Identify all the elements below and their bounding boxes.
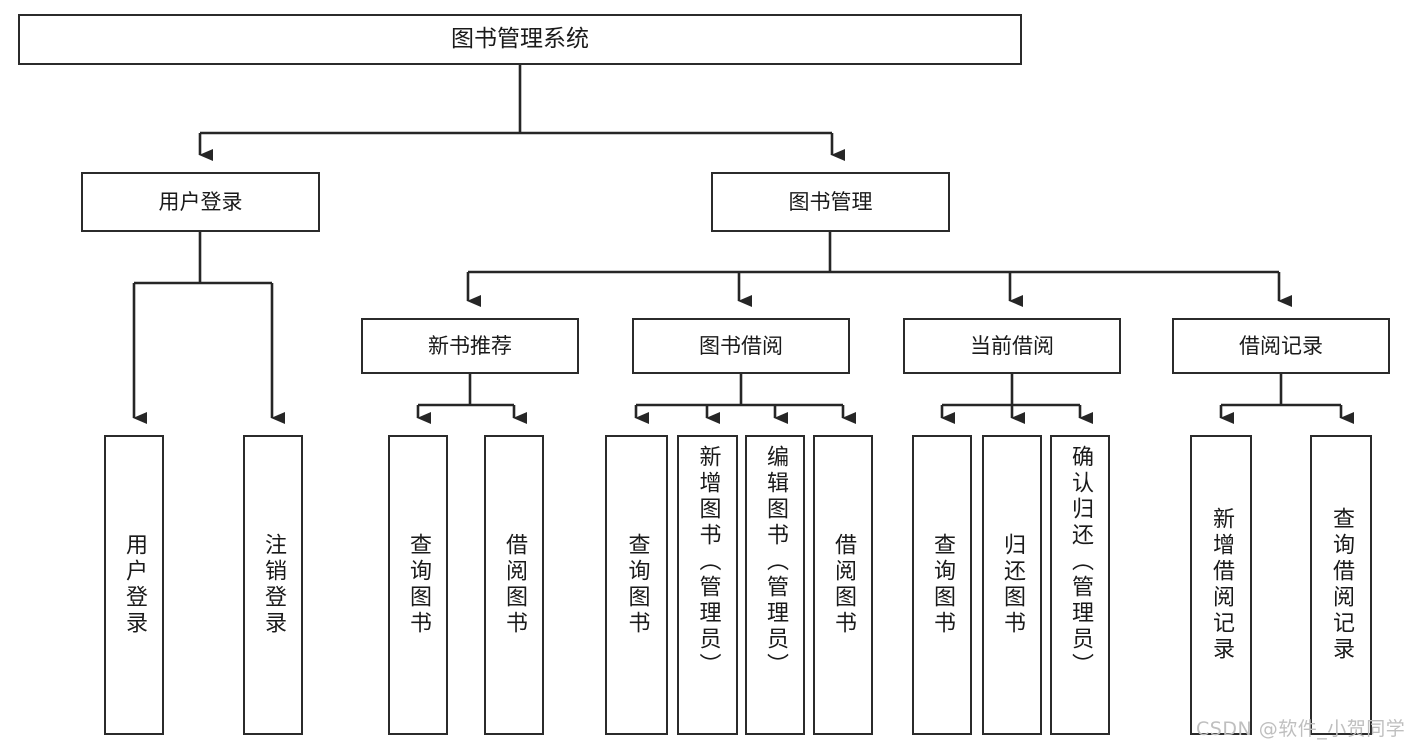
leaf-add-record[interactable]: 新增借阅记录 [1190, 435, 1252, 735]
node-current-borrow-label: 当前借阅 [970, 333, 1054, 358]
node-borrow-record[interactable]: 借阅记录 [1172, 318, 1390, 374]
node-book-borrow-label: 图书借阅 [699, 333, 783, 358]
leaf-query-record[interactable]: 查询借阅记录 [1310, 435, 1372, 735]
leaf-add-book[interactable]: 新增图书（管理员） [677, 435, 738, 735]
leaf-confirm-return-label: 确认归还（管理员） [1068, 445, 1093, 679]
leaf-edit-book-label: 编辑图书（管理员） [763, 445, 788, 679]
leaf-user-login[interactable]: 用户登录 [104, 435, 164, 735]
leaf-return-book-label: 归还图书 [1000, 533, 1025, 637]
node-user-login[interactable]: 用户登录 [81, 172, 320, 232]
leaf-logout[interactable]: 注销登录 [243, 435, 303, 735]
leaf-borrow-book-1-label: 借阅图书 [502, 533, 527, 637]
node-new-book-rec[interactable]: 新书推荐 [361, 318, 579, 374]
node-borrow-record-label: 借阅记录 [1239, 333, 1323, 358]
leaf-borrow-book-2-label: 借阅图书 [831, 533, 856, 637]
node-user-login-label: 用户登录 [158, 189, 243, 214]
leaf-confirm-return[interactable]: 确认归还（管理员） [1050, 435, 1110, 735]
leaf-query-book-1-label: 查询图书 [406, 533, 431, 637]
leaf-query-record-label: 查询借阅记录 [1329, 507, 1354, 663]
leaf-query-book-3-label: 查询图书 [930, 533, 955, 637]
leaf-borrow-book-1[interactable]: 借阅图书 [484, 435, 544, 735]
node-book-borrow[interactable]: 图书借阅 [632, 318, 850, 374]
leaf-query-book-2-label: 查询图书 [624, 533, 650, 637]
node-book-manage[interactable]: 图书管理 [711, 172, 950, 232]
leaf-borrow-book-2[interactable]: 借阅图书 [813, 435, 873, 735]
leaf-add-book-label: 新增图书（管理员） [695, 445, 721, 679]
leaf-logout-label: 注销登录 [261, 533, 286, 637]
leaf-user-login-label: 用户登录 [122, 533, 147, 637]
leaf-add-record-label: 新增借阅记录 [1209, 507, 1234, 663]
node-book-manage-label: 图书管理 [788, 189, 873, 214]
leaf-query-book-2[interactable]: 查询图书 [605, 435, 668, 735]
leaf-edit-book[interactable]: 编辑图书（管理员） [745, 435, 805, 735]
leaf-return-book[interactable]: 归还图书 [982, 435, 1042, 735]
node-new-book-rec-label: 新书推荐 [428, 333, 512, 358]
leaf-query-book-1[interactable]: 查询图书 [388, 435, 448, 735]
node-root[interactable]: 图书管理系统 [18, 14, 1022, 65]
leaf-query-book-3[interactable]: 查询图书 [912, 435, 972, 735]
node-current-borrow[interactable]: 当前借阅 [903, 318, 1121, 374]
node-root-label: 图书管理系统 [451, 26, 589, 52]
watermark: CSDN @软件_小贺同学 [1196, 718, 1405, 740]
